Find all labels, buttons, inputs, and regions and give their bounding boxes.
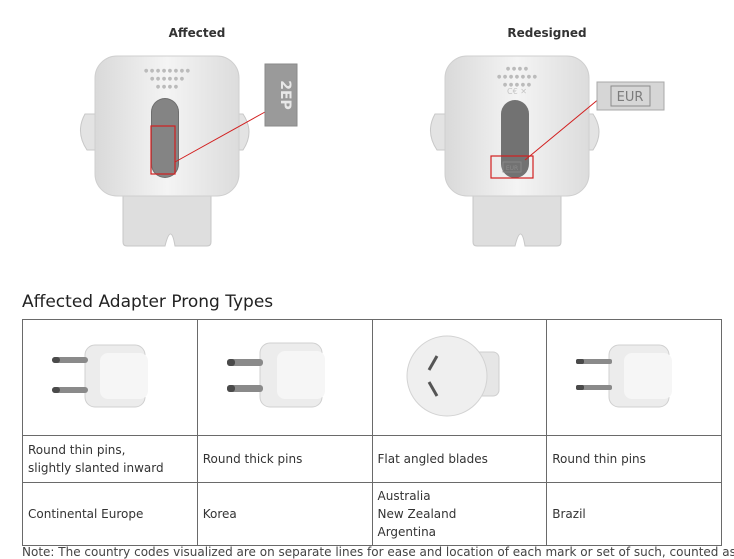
prong-description-cell: Round thin pins, slightly slanted inward xyxy=(22,435,198,483)
affected-label: Affected xyxy=(168,26,226,40)
redesigned-callout-line xyxy=(524,97,601,161)
svg-text:● ● ● ●: ● ● ● ● xyxy=(506,66,529,72)
affected-adapter-image: ● ● ● ● ● ● ● ● ● ● ● ● ● ● ● ● ● ● 2ЕР xyxy=(80,55,298,247)
prong-image-cell xyxy=(371,319,548,436)
redesigned-adapter-image: ● ● ● ● ● ● ● ● ● ● ● ● ● ● ● ● C€ ✕ EUR… xyxy=(430,55,665,247)
round-thin-prong-image xyxy=(576,344,673,408)
redesigned-small-mark: EUR xyxy=(506,165,518,172)
section-title: Affected Adapter Prong Types xyxy=(22,292,274,312)
affected-callout-line xyxy=(174,111,266,163)
svg-text:● ● ● ● ● ● ●: ● ● ● ● ● ● ● xyxy=(497,74,538,80)
svg-text:● ● ● ● ● ●: ● ● ● ● ● ● xyxy=(150,76,185,82)
svg-text:● ● ● ● ●: ● ● ● ● ● xyxy=(503,82,532,88)
svg-text:● ● ● ●: ● ● ● ● xyxy=(156,84,179,90)
flat-angled-blades-prong-image xyxy=(406,335,500,417)
table-row xyxy=(22,319,722,436)
table-row: Round thin pins, slightly slanted inward… xyxy=(22,435,722,483)
prong-image-cell xyxy=(546,319,722,436)
prong-types-table: Round thin pins, slightly slanted inward… xyxy=(22,319,722,546)
redesigned-callout-box xyxy=(596,81,665,111)
prong-description-cell: Round thin pins xyxy=(546,435,722,483)
prong-image-cell xyxy=(22,319,198,436)
svg-text:C€ ✕: C€ ✕ xyxy=(507,87,527,96)
redesigned-highlight-box xyxy=(490,155,534,179)
svg-text:● ● ● ● ● ● ● ●: ● ● ● ● ● ● ● ● xyxy=(144,68,191,74)
region-cell: Korea xyxy=(196,482,373,546)
affected-callout-box xyxy=(264,63,298,127)
affected-callout-text: 2ЕР xyxy=(277,80,293,110)
footnote: Note: The country codes visualized are o… xyxy=(22,545,734,559)
region-cell: Continental Europe xyxy=(22,482,198,546)
prong-description-cell: Flat angled blades xyxy=(371,435,548,483)
round-thick-prong-image xyxy=(226,342,325,408)
region-cell: Brazil xyxy=(546,482,722,546)
affected-highlight-box xyxy=(150,125,176,175)
redesigned-callout-text: EUR xyxy=(617,90,644,105)
round-thin-slanted-prong-image xyxy=(51,344,148,408)
prong-description-cell: Round thick pins xyxy=(196,435,373,483)
redesigned-label: Redesigned xyxy=(507,26,587,40)
table-row: Continental Europe Korea Australia New Z… xyxy=(22,482,722,546)
region-cell: Australia New Zealand Argentina xyxy=(371,482,548,546)
prong-image-cell xyxy=(196,319,373,436)
